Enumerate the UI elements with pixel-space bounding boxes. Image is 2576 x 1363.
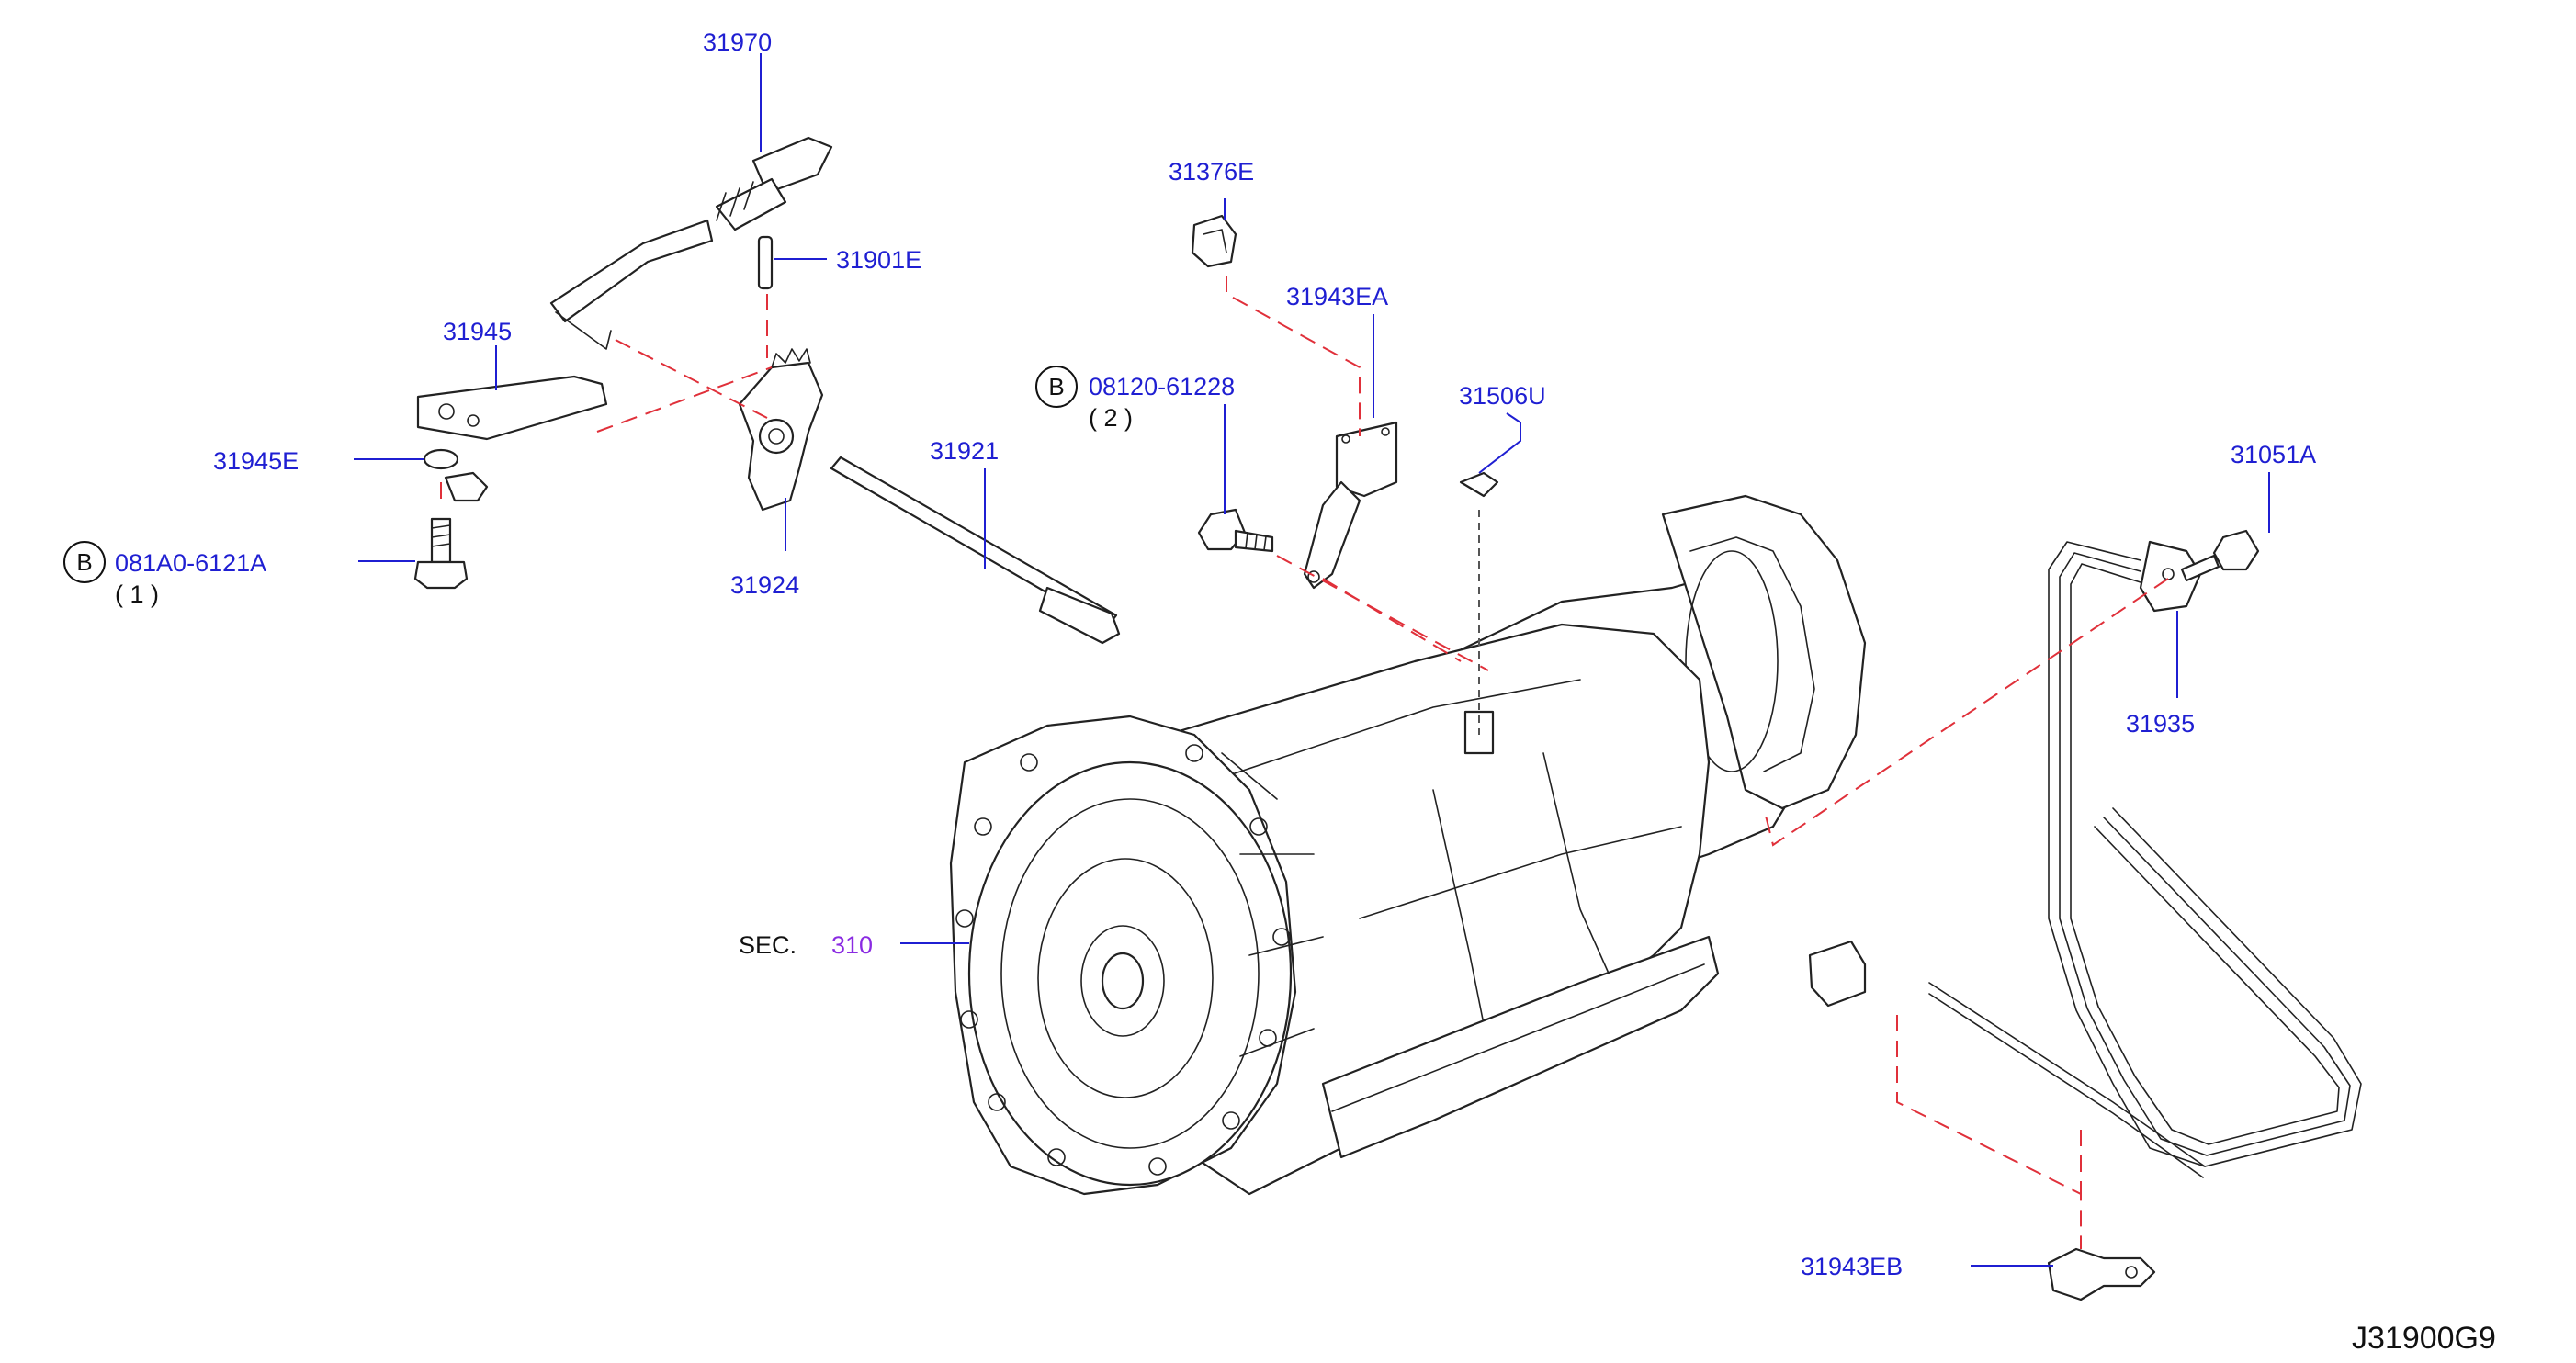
detent-lever-drawing (738, 348, 824, 512)
label-31901E: 31901E (836, 246, 921, 274)
bolt-31051A-drawing (2180, 529, 2260, 582)
manual-shaft-drawing (830, 456, 1121, 645)
svg-text:B: B (76, 548, 92, 576)
dashed-assembly-lines (440, 276, 2169, 1249)
label-31376E: 31376E (1169, 158, 1254, 186)
label-31970: 31970 (703, 28, 772, 56)
section-prefix: SEC. (739, 931, 797, 959)
badge-b-081A0: B (63, 541, 106, 583)
label-31945E: 31945E (213, 447, 299, 475)
part-labels: 31970 31901E 31945 31945E 081A0-6121A ( … (115, 28, 2496, 1356)
bracket-31943EA-drawing (1303, 421, 1398, 590)
svg-text:B: B (1048, 373, 1064, 400)
pin-drawing (757, 235, 774, 290)
label-31924: 31924 (730, 571, 799, 599)
label-31935: 31935 (2126, 710, 2195, 738)
callout-leaders (354, 53, 2270, 1267)
badge-b-08120: B (1035, 366, 1078, 408)
label-31943EB: 31943EB (1801, 1253, 1903, 1280)
label-31506U: 31506U (1459, 382, 1546, 410)
label-08120-61228: 08120-61228 (1089, 373, 1235, 400)
label-31921: 31921 (930, 437, 999, 465)
section-number: 310 (831, 931, 873, 959)
label-31943EA: 31943EA (1286, 283, 1388, 310)
bolt-081A0-drawing (413, 517, 469, 590)
label-081A0-quantity: ( 1 ) (115, 580, 159, 608)
harness-drawing (1808, 540, 2362, 1178)
clamp-31943EB-drawing (2047, 1247, 2156, 1301)
clip-31376E-drawing (1191, 214, 1237, 268)
bracket-drawing (416, 375, 608, 441)
bushing-drawing (423, 448, 489, 502)
diagram-code: J31900G9 (2352, 1321, 2496, 1356)
label-081A0-6121A: 081A0-6121A (115, 549, 266, 577)
transmission-assembly-drawing (949, 494, 1867, 1196)
selector-cable-drawing (549, 136, 833, 350)
label-31945: 31945 (443, 318, 512, 345)
clip-31506U-drawing (1459, 471, 1499, 498)
label-08120-quantity: ( 2 ) (1089, 404, 1133, 432)
bolt-08120-drawing (1197, 508, 1274, 553)
label-31051A: 31051A (2231, 441, 2316, 468)
